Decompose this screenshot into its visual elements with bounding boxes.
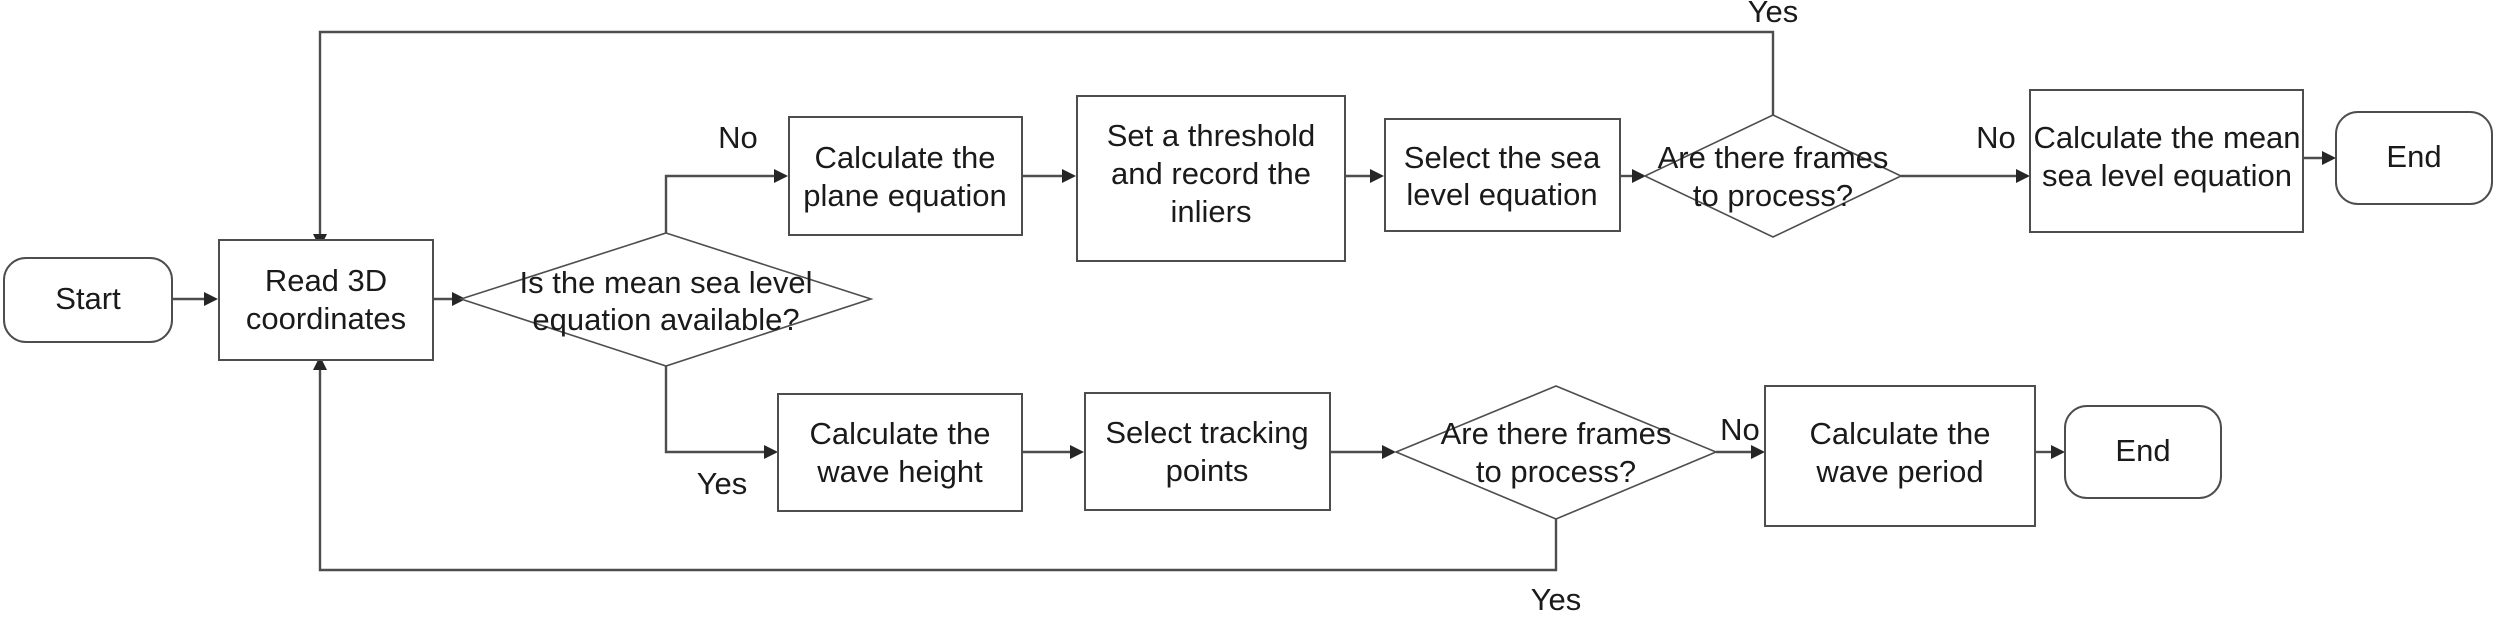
node-calculate-wave-height-label-line1: Calculate the (810, 416, 991, 451)
edge-decision-msl-no-to-calc-plane (664, 169, 788, 233)
node-end-bottom-shape[interactable] (2064, 405, 2222, 499)
edge-decision-frames-top-no-to-calc-mean (1901, 169, 2030, 183)
node-select-tracking-points-shape[interactable] (1084, 392, 1331, 511)
nodes-layer: Start Read 3D coordinates Is the mean se… (3, 89, 2493, 527)
edge-start-to-read3d (172, 292, 218, 306)
node-end-top-label: End (2386, 139, 2441, 174)
node-select-sea-level-equation-shape[interactable] (1384, 118, 1621, 232)
node-calculate-wave-period-label-line1: Calculate the (1810, 416, 1991, 451)
node-select-tracking-points-label-line1: Select tracking (1105, 415, 1308, 450)
node-read-3d-coordinates-shape[interactable] (218, 239, 434, 361)
node-select-tracking-points-label-line2: points (1166, 453, 1249, 488)
node-calculate-wave-period-label-line2: wave period (1815, 454, 1983, 489)
node-start-shape[interactable] (3, 257, 173, 343)
node-start-label: Start (55, 281, 121, 316)
node-decision-frames-top[interactable]: Are there frames to process? (1643, 114, 1903, 238)
edge-calc-wave-height-to-select-tracking (1022, 445, 1084, 459)
node-decision-frames-top-label-line2: to process? (1693, 178, 1853, 213)
node-select-tracking-points[interactable]: Select tracking points (1084, 392, 1331, 511)
edge-select-sea-level-to-decision-frames-top (1620, 169, 1646, 183)
edge-label-msl-yes: Yes (697, 466, 748, 501)
node-decision-frames-bottom-shape[interactable] (1393, 385, 1719, 520)
node-select-sea-level-equation-label-line2: level equation (1406, 177, 1597, 212)
edge-label-msl-no: No (718, 120, 758, 155)
edge-label-frames-bottom-yes: Yes (1531, 582, 1582, 617)
node-calculate-mean-sea-level-equation-shape[interactable] (2029, 89, 2304, 233)
edge-decision-frames-bottom-no-to-calc-wave-period (1716, 445, 1765, 459)
node-decision-frames-top-label-line1: Are there frames (1658, 140, 1889, 175)
node-decision-mean-sea-level[interactable]: Is the mean sea level equation available… (458, 232, 874, 367)
node-set-threshold-record-inliers-shape[interactable] (1076, 95, 1346, 262)
node-calculate-plane-equation-shape[interactable] (788, 116, 1023, 236)
node-decision-frames-bottom[interactable]: Are there frames to process? (1393, 385, 1719, 520)
node-calculate-plane-equation-label-line1: Calculate the (815, 140, 996, 175)
edge-select-tracking-to-decision-frames-bottom (1330, 445, 1396, 459)
edge-calc-mean-to-end-top (2303, 151, 2336, 165)
edge-calc-plane-to-set-threshold (1022, 169, 1076, 183)
node-select-sea-level-equation-label-line1: Select the sea (1404, 140, 1601, 175)
node-read-3d-coordinates-label-line2: coordinates (246, 301, 406, 336)
edge-labels-layer: No Yes No Yes No Yes (697, 0, 2016, 617)
node-end-bottom-label: End (2115, 433, 2170, 468)
node-start[interactable]: Start (3, 257, 173, 343)
node-set-threshold-record-inliers-label-line2: and record the (1111, 156, 1311, 191)
node-decision-frames-bottom-label-line1: Are there frames (1441, 416, 1672, 451)
node-calculate-plane-equation[interactable]: Calculate the plane equation (788, 116, 1023, 236)
node-calculate-plane-equation-label-line2: plane equation (803, 178, 1006, 213)
node-decision-mean-sea-level-shape[interactable] (458, 232, 874, 367)
node-select-sea-level-equation[interactable]: Select the sea level equation (1384, 118, 1621, 232)
edge-label-frames-top-yes: Yes (1748, 0, 1799, 29)
edge-label-frames-top-no: No (1976, 120, 2016, 155)
node-calculate-wave-period[interactable]: Calculate the wave period (1764, 385, 2036, 527)
edge-calc-wave-period-to-end-bottom (2035, 445, 2065, 459)
node-calculate-wave-height[interactable]: Calculate the wave height (777, 393, 1023, 512)
node-calculate-wave-height-label-line2: wave height (816, 454, 983, 489)
edge-decision-msl-yes-to-calc-wave-height (664, 366, 778, 459)
node-decision-mean-sea-level-label-line1: Is the mean sea level (520, 265, 813, 300)
node-calculate-wave-period-shape[interactable] (1764, 385, 2036, 527)
node-set-threshold-record-inliers-label-line3: inliers (1171, 194, 1252, 229)
node-set-threshold-record-inliers-label-line1: Set a threshold (1107, 118, 1316, 153)
connectors-layer (172, 30, 2336, 572)
edge-label-frames-bottom-no: No (1720, 412, 1760, 447)
node-decision-frames-bottom-label-line2: to process? (1476, 454, 1636, 489)
node-decision-mean-sea-level-label-line2: equation available? (532, 302, 799, 337)
edge-decision-frames-bottom-yes-to-read3d (313, 356, 1558, 572)
node-read-3d-coordinates-label-line1: Read 3D (265, 263, 387, 298)
node-set-threshold-record-inliers[interactable]: Set a threshold and record the inliers (1076, 95, 1346, 262)
node-calculate-mean-sea-level-equation-label-line2: sea level equation (2042, 158, 2292, 193)
node-decision-frames-top-shape[interactable] (1643, 114, 1903, 238)
node-end-top[interactable]: End (2335, 111, 2493, 205)
node-calculate-mean-sea-level-equation[interactable]: Calculate the mean sea level equation (2029, 89, 2304, 233)
node-end-bottom[interactable]: End (2064, 405, 2222, 499)
node-calculate-wave-height-shape[interactable] (777, 393, 1023, 512)
node-calculate-mean-sea-level-equation-label-line1: Calculate the mean (2033, 120, 2300, 155)
node-read-3d-coordinates[interactable]: Read 3D coordinates (218, 239, 434, 361)
edge-set-threshold-to-select-sea-level (1345, 169, 1384, 183)
node-end-top-shape[interactable] (2335, 111, 2493, 205)
